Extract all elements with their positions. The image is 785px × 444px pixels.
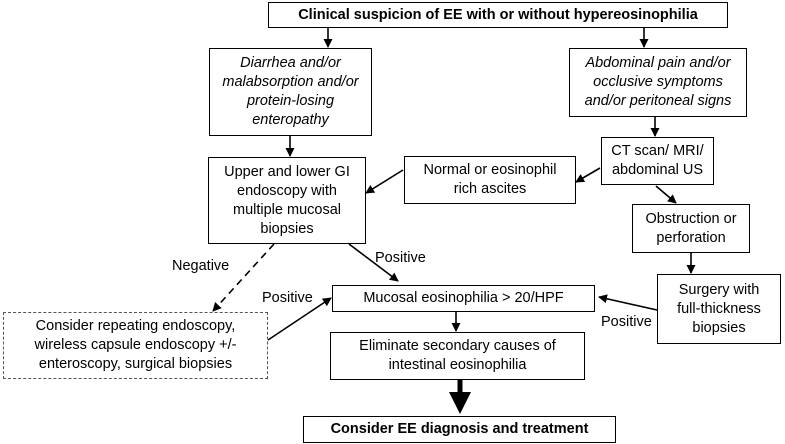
box-line: Clinical suspicion of EE with or without… xyxy=(298,6,698,23)
abdominal-pain-box: Abdominal pain and/or occlusive symptoms… xyxy=(569,48,747,117)
surgery-box: Surgery with full-thickness biopsies xyxy=(657,274,781,344)
ct-scan-box: CT scan/ MRI/ abdominal US xyxy=(601,137,714,185)
box-line: multiple mucosal xyxy=(233,201,341,218)
box-line: Eliminate secondary causes of xyxy=(359,338,556,354)
endoscopy-box: Upper and lower GI endoscopy with multip… xyxy=(208,157,366,244)
arrow-ct-to-obstruction xyxy=(655,185,677,204)
obstruction-box: Obstruction or perforation xyxy=(632,204,750,253)
box-line: Consider EE diagnosis and treatment xyxy=(330,421,589,437)
box-line: perforation xyxy=(656,229,726,246)
box-line: Consider repeating endoscopy, xyxy=(35,318,236,334)
secondary-causes-box: Eliminate secondary causes of intestinal… xyxy=(330,332,585,380)
mucosal-eosinophilia-box: Mucosal eosinophilia > 20/HPF xyxy=(332,285,595,312)
arrow-endoscopy-to-repeat xyxy=(212,243,275,312)
arrow-surgery-to-mucosal xyxy=(598,294,658,311)
box-line: Mucosal eosinophilia > 20/HPF xyxy=(363,290,564,306)
box-line: Obstruction or xyxy=(645,210,737,227)
box-line: wireless capsule endoscopy +/- xyxy=(34,337,237,353)
box-line: malabsorption and/or xyxy=(222,74,359,90)
arrow-repeat-to-mucosal xyxy=(267,297,332,341)
positive-label-endoscopy: Positive xyxy=(375,250,426,266)
box-line: intestinal eosinophilia xyxy=(388,357,527,373)
final-diagnosis-box: Consider EE diagnosis and treatment xyxy=(303,416,616,443)
box-line: Surgery with xyxy=(678,281,760,298)
positive-label-surgery: Positive xyxy=(601,314,652,330)
diarrhea-box: Diarrhea and/or malabsorption and/or pro… xyxy=(209,48,372,136)
box-line: endoscopy with xyxy=(237,182,337,199)
positive-label-repeat: Positive xyxy=(262,290,313,306)
arrow-ct-to-normal xyxy=(575,167,601,183)
box-line: full-thickness xyxy=(677,300,761,317)
box-line: enteroscopy, surgical biopsies xyxy=(38,356,233,372)
box-line: enteropathy xyxy=(252,112,329,128)
box-line: rich ascites xyxy=(453,181,527,197)
arrow-normal-to-endoscopy xyxy=(365,169,404,194)
normal-ascites-box: Normal or eosinophil rich ascites xyxy=(404,156,576,204)
arrow-secondary-to-final-head xyxy=(449,392,471,414)
box-line: Upper and lower GI xyxy=(224,163,350,180)
box-line: biopsies xyxy=(692,319,746,336)
box-line: Diarrhea and/or xyxy=(240,55,341,71)
negative-label: Negative xyxy=(172,258,230,274)
box-line: occlusive symptoms xyxy=(593,74,723,90)
box-line: protein-losing xyxy=(246,93,335,109)
box-line: and/or peritoneal signs xyxy=(584,93,732,109)
box-line: abdominal US xyxy=(611,162,704,178)
clinical-suspicion-box: Clinical suspicion of EE with or without… xyxy=(268,2,728,28)
box-line: Normal or eosinophil xyxy=(423,162,557,178)
arrow-endoscopy-to-mucosal xyxy=(348,243,399,282)
repeat-endoscopy-box: Consider repeating endoscopy, wireless c… xyxy=(3,312,268,379)
box-line: CT scan/ MRI/ xyxy=(611,143,704,159)
box-line: Abdominal pain and/or xyxy=(585,55,731,71)
box-line: biopsies xyxy=(260,220,314,237)
